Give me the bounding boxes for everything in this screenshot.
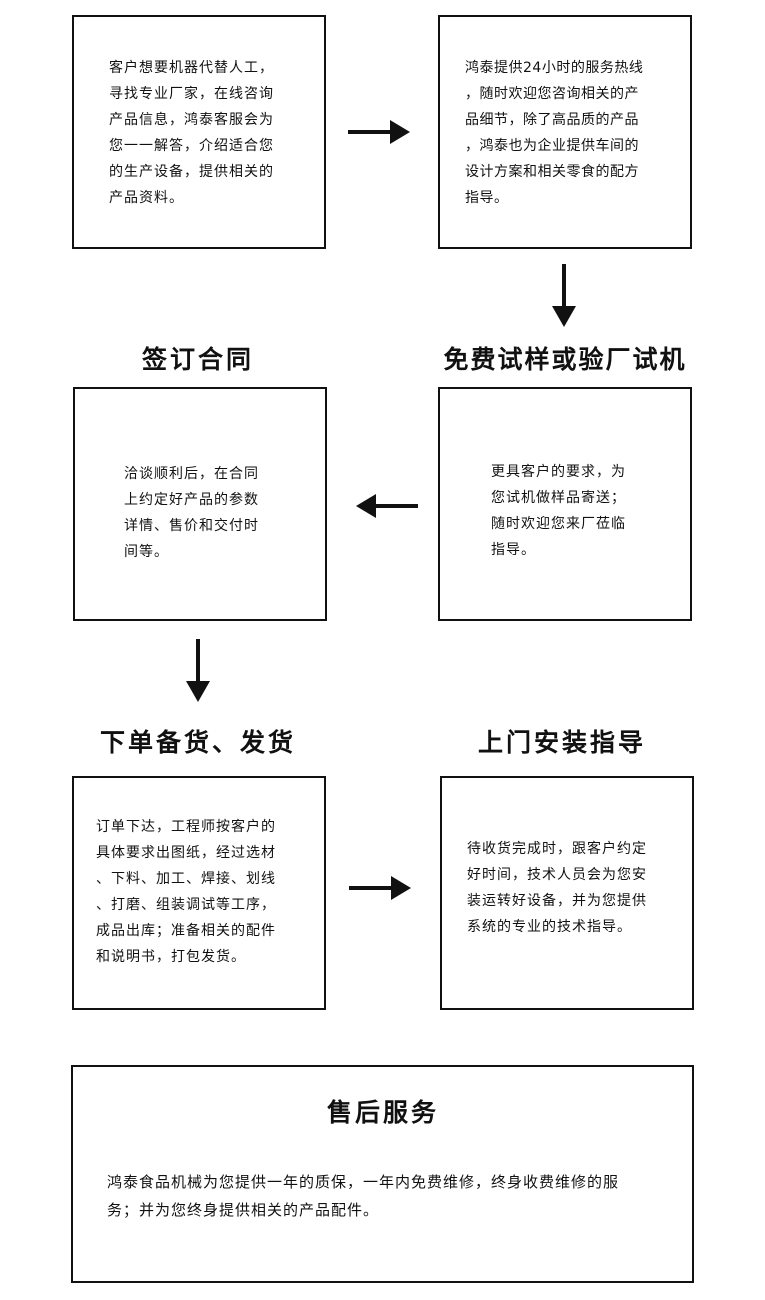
text-line: 详情、售价和交付时 — [124, 518, 259, 534]
step-box-sign-contract: 洽谈顺利后，在合同上约定好产品的参数详情、售价和交付时间等。 — [73, 387, 327, 621]
text-line: 、下料、加工、焊接、划线 — [96, 871, 276, 887]
step-title-installation: 上门安装指导 — [477, 728, 646, 757]
arrow-down-icon — [552, 264, 576, 327]
text-line: 订单下达，工程师按客户的 — [96, 819, 276, 835]
text-line: ，鸿泰也为企业提供车间的 — [465, 138, 639, 154]
text-line: 鸿泰食品机械为您提供一年的质保，一年内免费维修，终身收费维修的服 — [107, 1173, 620, 1191]
text-line: 待收货完成时，跟客户约定 — [467, 841, 647, 857]
after-sales-title: 售后服务 — [326, 1098, 439, 1127]
text-line: 更具客户的要求，为 — [491, 464, 626, 480]
step-box-consult: 客户想要机器代替人工， 寻找专业厂家，在线咨询产品信息，鸿泰客服会为您一一解答，介… — [72, 15, 326, 249]
step-text: 待收货完成时，跟客户约定好时间，技术人员会为您安装运转好设备，并为您提供系统的专… — [467, 836, 647, 940]
text-line: 鸿泰提供24小时的服务热线 — [465, 60, 644, 76]
text-line: 、打磨、组装调试等工序， — [96, 897, 276, 913]
text-line: 成品出库；准备相关的配件 — [96, 923, 276, 939]
text-line: 设计方案和相关零食的配方 — [465, 164, 639, 180]
text-line: 产品资料。 — [109, 190, 184, 206]
step-text: 洽谈顺利后，在合同上约定好产品的参数详情、售价和交付时间等。 — [124, 461, 259, 565]
step-text: 更具客户的要求，为您试机做样品寄送； 随时欢迎您来厂莅临指导。 — [491, 459, 626, 563]
arrow-right-icon — [348, 120, 410, 144]
text-line: 产品信息，鸿泰客服会为 — [109, 112, 274, 128]
step-box-order-ship: 订单下达，工程师按客户的具体要求出图纸，经过选材、下料、加工、焊接、划线、打磨、… — [72, 776, 326, 1010]
step-box-hotline: 鸿泰提供24小时的服务热线 ，随时欢迎您咨询相关的产品细节，除了高品质的产品 ，鸿泰… — [438, 15, 692, 249]
step-box-free-sample: 更具客户的要求，为您试机做样品寄送； 随时欢迎您来厂莅临指导。 — [438, 387, 692, 621]
step-title-free-sample: 免费试样或验厂试机 — [443, 345, 687, 374]
text-line: 间等。 — [124, 544, 169, 560]
text-line: 务；并为您终身提供相关的产品配件。 — [107, 1201, 380, 1219]
step-text: 客户想要机器代替人工， 寻找专业厂家，在线咨询产品信息，鸿泰客服会为您一一解答，介… — [109, 55, 274, 211]
step-text: 订单下达，工程师按客户的具体要求出图纸，经过选材、下料、加工、焊接、划线、打磨、… — [96, 814, 276, 970]
text-line: 您试机做样品寄送； — [491, 490, 626, 506]
arrow-left-icon — [356, 494, 418, 518]
text-line: 指导。 — [465, 190, 509, 206]
arrow-right-icon — [349, 876, 411, 900]
text-line: 随时欢迎您来厂莅临 — [491, 516, 626, 532]
text-line: 上约定好产品的参数 — [124, 492, 259, 508]
text-line: 指导。 — [491, 542, 536, 558]
text-line: 好时间，技术人员会为您安 — [467, 867, 647, 883]
arrow-down-icon — [186, 639, 210, 702]
step-text: 鸿泰提供24小时的服务热线 ，随时欢迎您咨询相关的产品细节，除了高品质的产品 ，鸿泰… — [465, 55, 643, 211]
step-title-order-ship: 下单备货、发货 — [99, 728, 296, 757]
text-line: 寻找专业厂家，在线咨询 — [109, 86, 274, 102]
step-box-installation: 待收货完成时，跟客户约定好时间，技术人员会为您安装运转好设备，并为您提供系统的专… — [440, 776, 694, 1010]
text-line: 系统的专业的技术指导。 — [467, 919, 632, 935]
text-line: 您一一解答，介绍适合您 — [109, 138, 274, 154]
step-title-sign-contract: 签订合同 — [141, 345, 254, 374]
after-sales-text: 鸿泰食品机械为您提供一年的质保，一年内免费维修，终身收费维修的服务；并为您终身提… — [107, 1168, 619, 1224]
after-sales-box: 售后服务 鸿泰食品机械为您提供一年的质保，一年内免费维修，终身收费维修的服务；并… — [71, 1065, 694, 1283]
text-line: 的生产设备，提供相关的 — [109, 164, 274, 180]
text-line: ，随时欢迎您咨询相关的产 — [465, 86, 639, 102]
text-line: 客户想要机器代替人工， — [109, 60, 274, 76]
text-line: 装运转好设备，并为您提供 — [467, 893, 647, 909]
text-line: 品细节，除了高品质的产品 — [465, 112, 639, 128]
text-line: 洽谈顺利后，在合同 — [124, 466, 259, 482]
text-line: 具体要求出图纸，经过选材 — [96, 845, 276, 861]
text-line: 和说明书，打包发货。 — [96, 949, 246, 965]
